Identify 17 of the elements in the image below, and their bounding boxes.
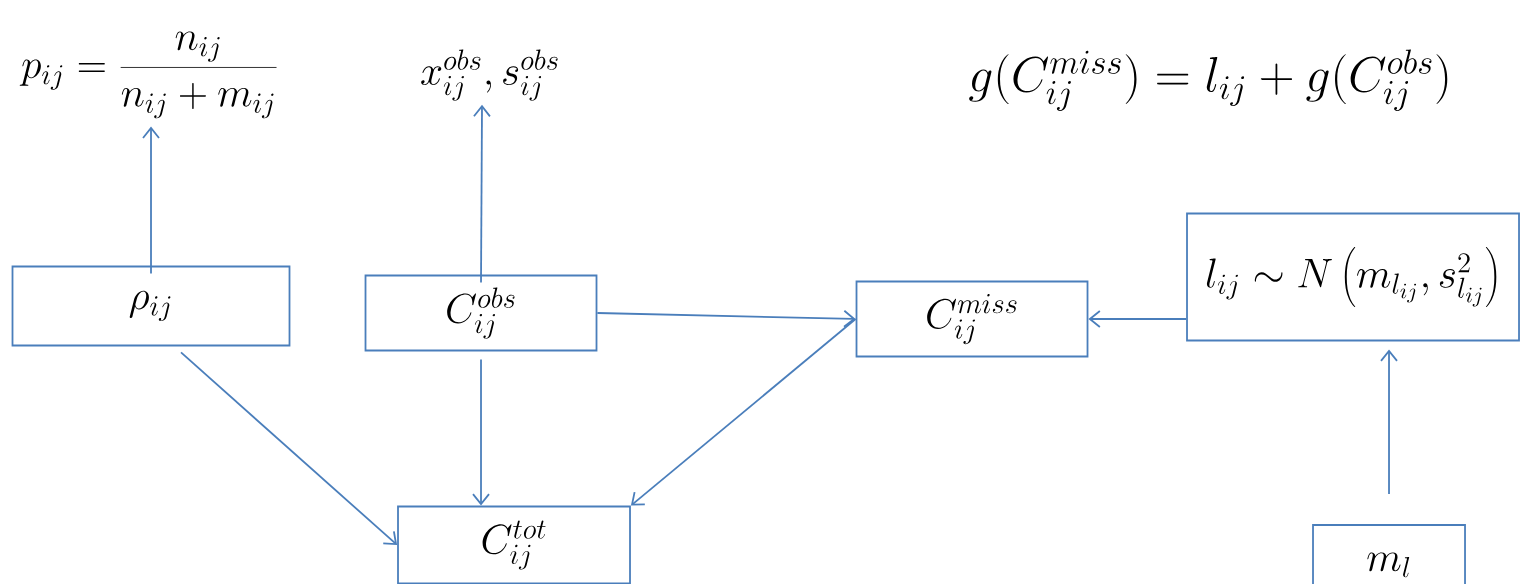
arrow xyxy=(472,358,490,506)
formula-box: $l_{ij} \sim N\left(m_{l_{ij}}, s_{l_{ij}}^{2}\right)$ xyxy=(1186,212,1520,342)
arrow xyxy=(596,309,856,328)
arrow xyxy=(630,318,857,506)
formula-box: $C_{ij}^{miss}$ xyxy=(855,280,1089,358)
formula-text: $g(C_{ij}^{miss}) = l_{ij} + g(C_{ij}^{obs})$ xyxy=(969,49,1448,111)
formula-box: $C_{ij}^{tot}$ xyxy=(397,505,631,584)
formula-text: $x_{ij}^{obs}, s_{ij}^{obs}$ xyxy=(421,49,558,101)
arrow xyxy=(142,126,160,275)
formula-box: $m_{l}$ xyxy=(1312,524,1466,584)
arrow xyxy=(473,104,491,284)
formula-text: $p_{ij} = \frac{n_{ij}}{n_{ij} + m_{ij}}$ xyxy=(19,31,277,119)
arrow xyxy=(180,351,398,545)
formula-box: $C_{ij}^{obs}$ xyxy=(364,274,598,352)
arrow xyxy=(1088,310,1187,328)
arrow xyxy=(1380,349,1398,495)
formula-box: $\rho_{ij}$ xyxy=(11,265,291,347)
